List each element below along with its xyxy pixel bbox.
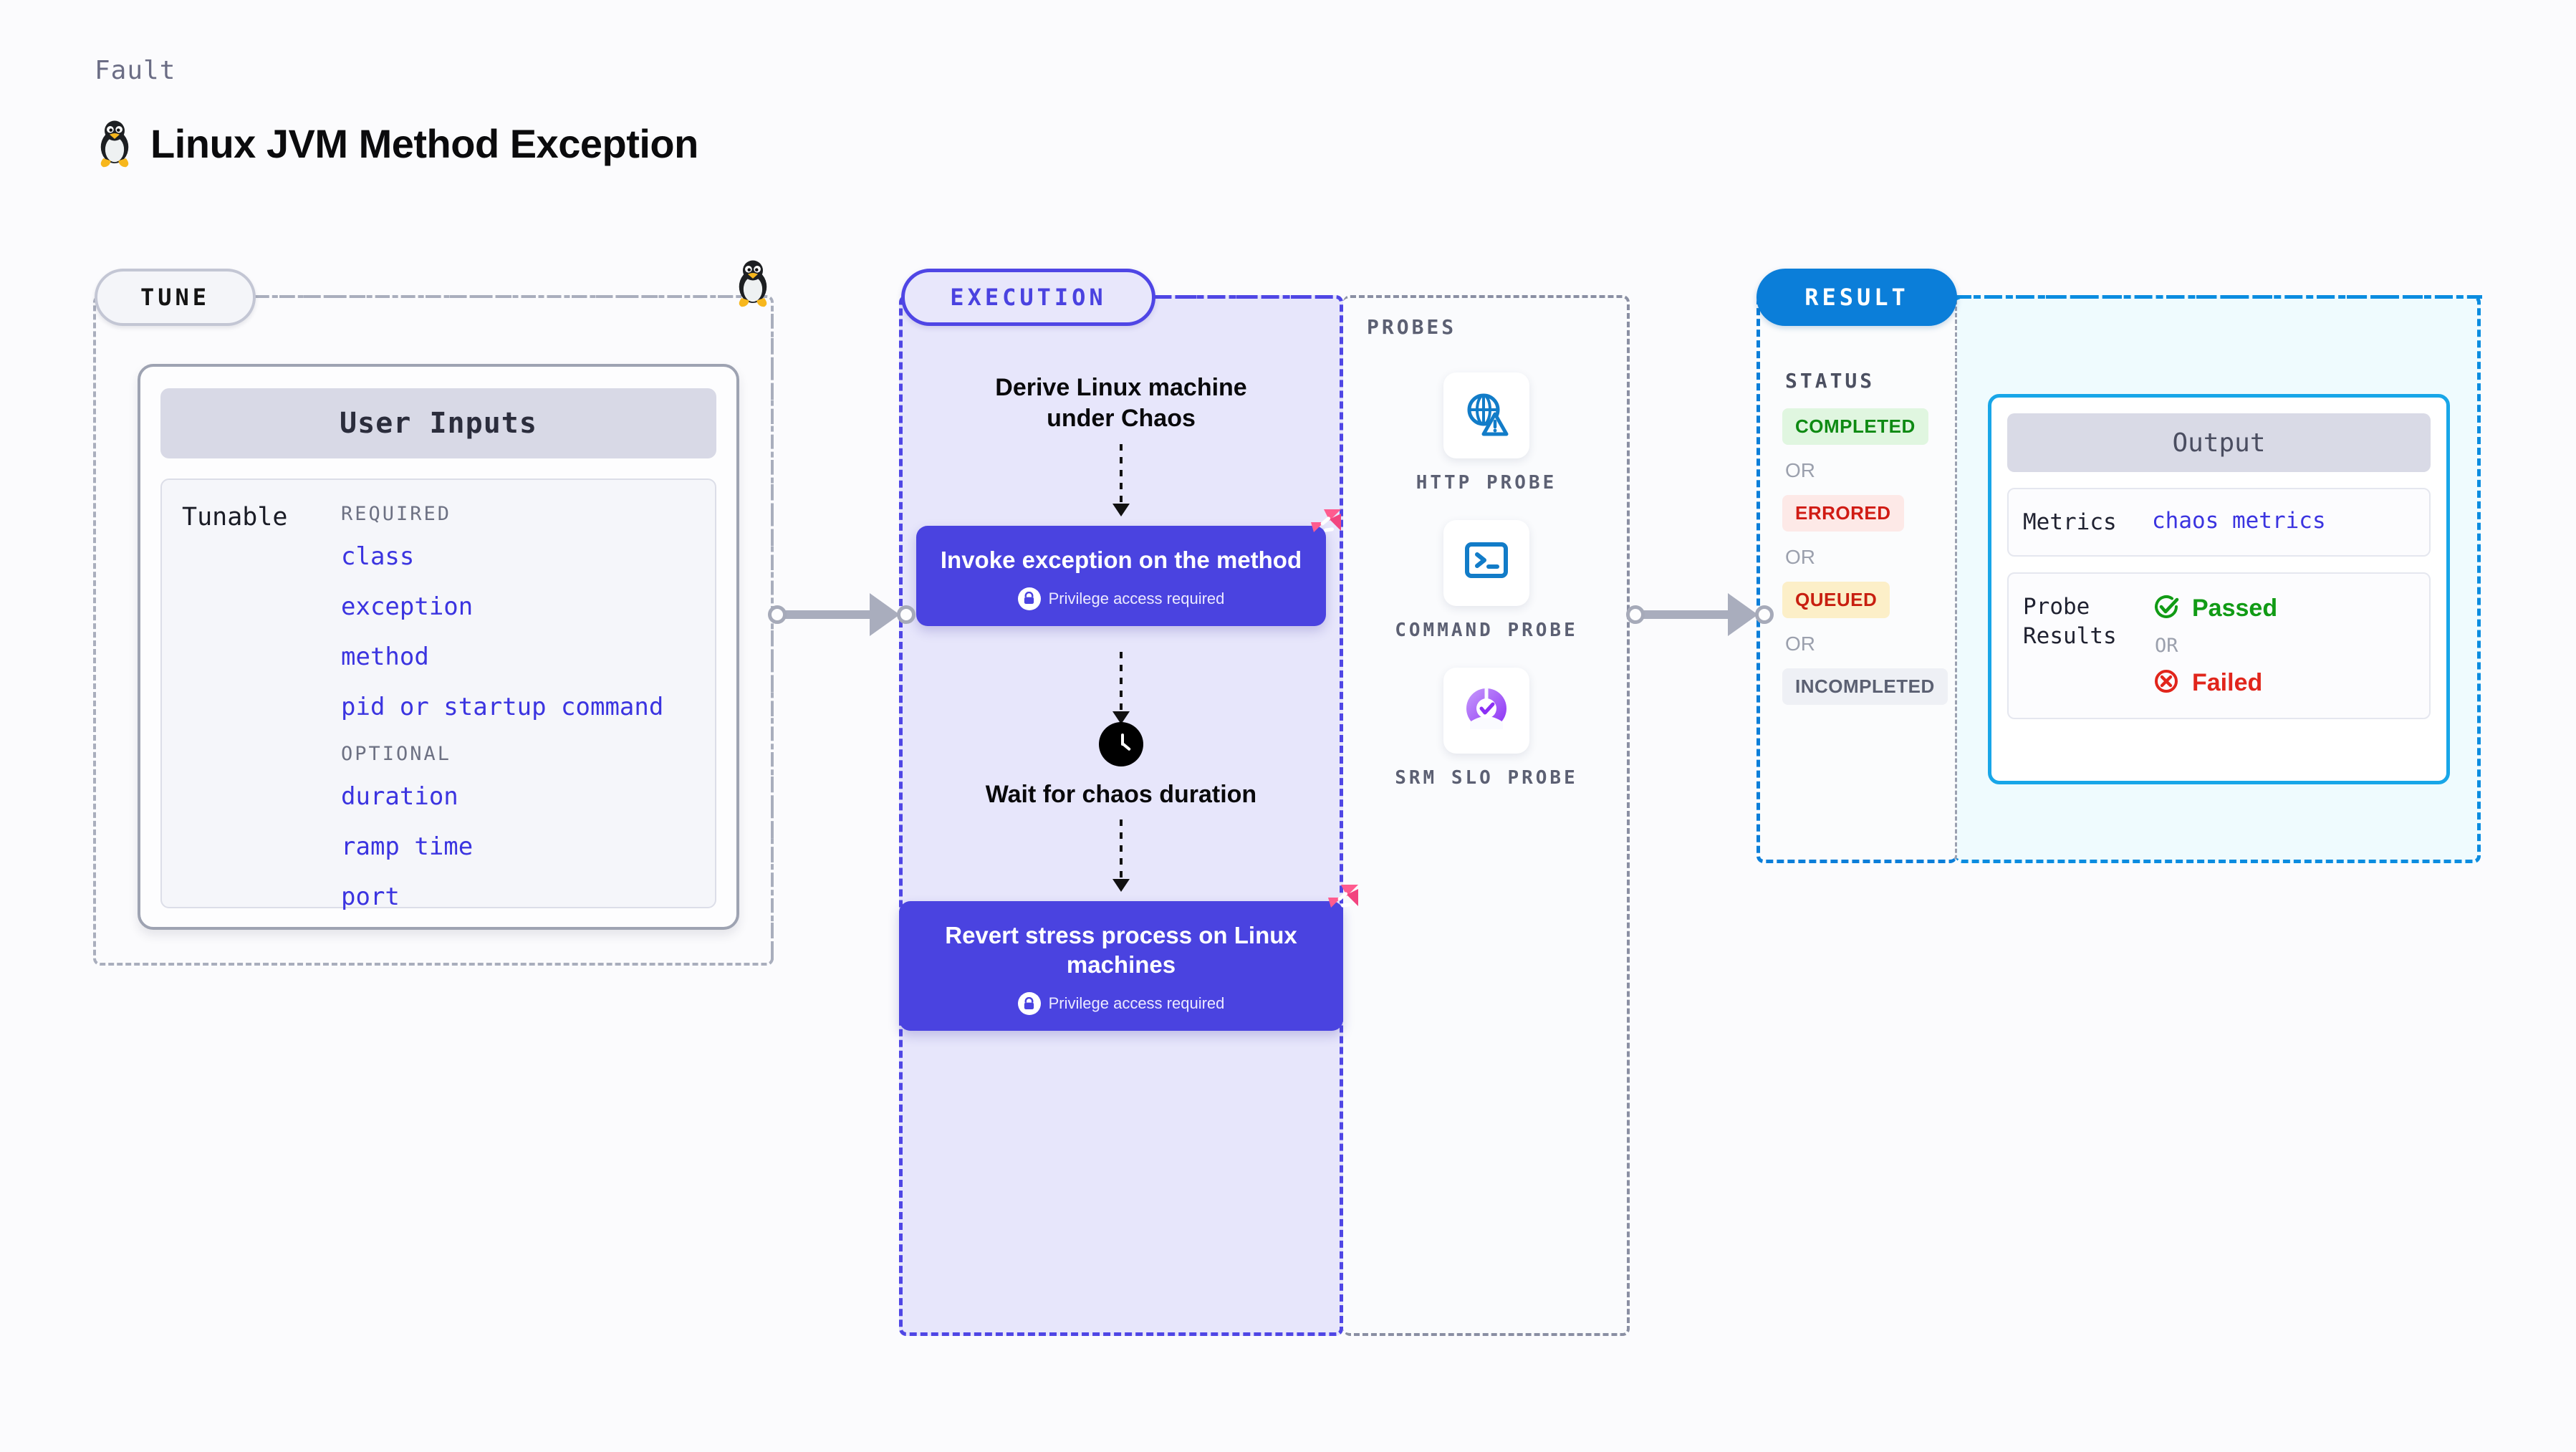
privilege-note-invoke: Privilege access required <box>941 587 1302 610</box>
tunable-item-port[interactable]: port <box>341 883 400 911</box>
tune-to-execution-arrow <box>768 593 915 636</box>
harness-logo-icon <box>1320 882 1361 927</box>
privilege-note-invoke-text: Privilege access required <box>1048 589 1225 607</box>
probe-http[interactable]: HTTP PROBE <box>1416 372 1557 496</box>
connector-end-dot <box>897 605 915 624</box>
page-title: Linux JVM Method Exception <box>150 120 698 166</box>
connector-start-dot <box>768 605 787 624</box>
execution-step-wait-label: Wait for chaos duration <box>985 780 1257 808</box>
user-inputs-body: Tunable REQUIRED class exception method … <box>160 479 716 911</box>
fault-eyebrow-label: Fault <box>95 56 176 85</box>
tunable-label: Tunable <box>182 503 288 532</box>
flow-arrow-down <box>1120 443 1123 506</box>
privilege-note-revert-text: Privilege access required <box>1048 994 1225 1013</box>
user-inputs-title: User Inputs <box>160 388 716 458</box>
status-or-2: OR <box>1785 546 1815 568</box>
tunable-item-duration[interactable]: duration <box>341 782 458 811</box>
probe-result-passed-label: Passed <box>2192 595 2278 622</box>
tunable-item-exception[interactable]: exception <box>341 592 474 621</box>
status-badge-completed: COMPLETED <box>1782 408 1928 445</box>
user-inputs-card: User Inputs Tunable REQUIRED class excep… <box>138 364 739 930</box>
lock-icon <box>1017 992 1041 1016</box>
linux-tux-icon <box>95 118 135 168</box>
execution-step-revert-label: Revert stress process on Linux machines <box>945 922 1297 979</box>
probe-result-failed-label: Failed <box>2192 669 2263 697</box>
tunable-item-class[interactable]: class <box>341 542 415 571</box>
execution-step-derive: Derive Linux machine under Chaos <box>995 374 1247 432</box>
status-or-3: OR <box>1785 633 1815 655</box>
tunable-item-pid[interactable]: pid or startup command <box>341 693 664 721</box>
probes-panel <box>1343 295 1630 1336</box>
flow-arrow-down-3 <box>1120 819 1123 882</box>
flow-arrow-down-2 <box>1120 651 1123 713</box>
probes-list: HTTP PROBE COMMAND PROBE <box>1343 372 1630 790</box>
tune-dashed-connector <box>255 295 742 298</box>
probe-label-command: COMMAND PROBE <box>1395 619 1578 641</box>
status-heading: STATUS <box>1785 369 1875 393</box>
connector-arrowhead <box>1728 593 1758 636</box>
tunable-item-ramp-time[interactable]: ramp time <box>341 832 474 861</box>
output-card: Output Metrics chaos metrics Probe Resul… <box>1988 394 2450 784</box>
terminal-icon <box>1461 539 1512 587</box>
connector-arrowhead <box>870 593 900 636</box>
output-row-metrics: Metrics chaos metrics <box>2007 488 2431 557</box>
connector-bar <box>1643 610 1731 619</box>
probe-label-srm-slo: SRM SLO PROBE <box>1395 766 1578 789</box>
check-circle-icon <box>2152 592 2181 625</box>
probe-result-passed: Passed <box>2152 592 2415 625</box>
clock-icon <box>1099 721 1143 766</box>
connector-bar <box>784 610 873 619</box>
status-badge-incompleted: INCOMPLETED <box>1782 668 1948 705</box>
output-probe-results-key: Probe Results <box>2023 594 2117 649</box>
execution-stage-pill[interactable]: EXECUTION <box>901 269 1155 326</box>
privilege-note-revert: Privilege access required <box>923 992 1319 1016</box>
connector-end-dot <box>1755 605 1774 624</box>
output-row-probe-results: Probe Results Passed OR <box>2007 572 2431 720</box>
optional-heading: OPTIONAL <box>341 743 452 765</box>
result-panel <box>1756 295 1957 863</box>
status-or-1: OR <box>1785 459 1815 481</box>
execution-dashed-connector <box>1155 295 1345 299</box>
lock-icon <box>1017 587 1041 610</box>
status-badge-queued: QUEUED <box>1782 582 1890 618</box>
execution-step-invoke-card[interactable]: Invoke exception on the method Privilege… <box>915 509 1342 626</box>
execution-step-revert-card[interactable]: Revert stress process on Linux machines … <box>899 885 1358 1032</box>
status-list: COMPLETED OR ERRORED OR QUEUED OR INCOMP… <box>1782 408 1948 705</box>
probe-result-failed: Failed <box>2152 667 2415 699</box>
probe-tile-http <box>1443 372 1529 458</box>
harness-logo-icon <box>1302 506 1344 552</box>
probe-tile-srm-slo <box>1443 667 1529 754</box>
probe-label-http: HTTP PROBE <box>1416 472 1557 494</box>
result-dashed-connector <box>1956 295 2482 299</box>
tunable-list: REQUIRED class exception method pid or s… <box>341 503 715 911</box>
probes-heading: PROBES <box>1367 315 1457 339</box>
output-title: Output <box>2007 413 2431 472</box>
probe-result-or: OR <box>2155 635 2178 658</box>
probe-srm-slo[interactable]: SRM SLO PROBE <box>1395 667 1578 791</box>
tune-stage-pill[interactable]: TUNE <box>95 269 256 326</box>
page-title-row: Linux JVM Method Exception <box>95 118 698 168</box>
linux-tux-icon-connector <box>733 258 773 312</box>
globe-warning-icon <box>1461 388 1512 443</box>
probes-to-result-arrow <box>1626 593 1774 636</box>
output-probe-results-values: Passed OR Failed <box>2152 592 2415 699</box>
probe-tile-command <box>1443 519 1529 606</box>
output-metrics-key: Metrics <box>2023 509 2117 535</box>
output-metrics-value[interactable]: chaos metrics <box>2152 508 2326 534</box>
execution-step-invoke-label: Invoke exception on the method <box>940 546 1302 573</box>
tune-dashed-vertical <box>771 314 774 966</box>
probe-command[interactable]: COMMAND PROBE <box>1395 519 1578 643</box>
connector-start-dot <box>1626 605 1645 624</box>
slo-check-icon <box>1460 682 1513 739</box>
required-heading: REQUIRED <box>341 503 452 525</box>
tunable-item-method[interactable]: method <box>341 643 429 671</box>
status-badge-errored: ERRORED <box>1782 495 1904 532</box>
execution-flow: Derive Linux machine under Chaos Invoke … <box>899 372 1358 1032</box>
result-stage-pill[interactable]: RESULT <box>1756 269 1957 326</box>
cross-circle-icon <box>2152 667 2181 699</box>
